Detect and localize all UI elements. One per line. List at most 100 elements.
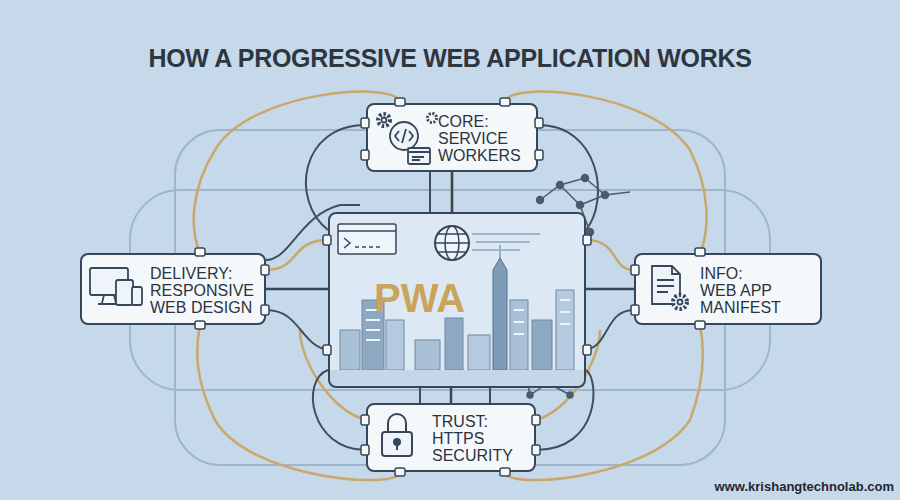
wire-connector [450,388,453,403]
padlock-icon [382,414,412,456]
dark-wire [489,388,491,403]
tab [500,98,510,106]
graph-dot [587,229,594,236]
tab [395,468,405,476]
dark-wire [586,310,634,350]
tower [493,245,507,370]
tan-wires [194,92,707,480]
tab [261,265,269,275]
gear-hub [382,118,387,123]
document [652,266,680,304]
tab [631,305,639,315]
box-label: DELIVERY: RESPONSIVE WEB DESIGN [150,265,262,316]
hub-label: PWA [374,276,454,320]
building [386,320,404,370]
keyhole [394,439,400,445]
mini-window [408,148,430,164]
tab [361,445,369,455]
box-label: CORE: SERVICE WORKERS [438,113,533,164]
hub-box: PWA [328,212,586,388]
tab [195,248,205,256]
connector-tabs [195,98,705,476]
building [468,335,490,370]
wire-connector [451,172,454,212]
shackle [388,414,406,432]
graph-dot [577,202,584,209]
tab [195,321,205,329]
gear [378,114,390,126]
tab [261,305,269,315]
gear [673,295,687,309]
city-skyline [330,245,584,386]
building [415,340,440,370]
tab [695,321,705,329]
dark-wire [429,172,431,212]
tab [323,345,331,355]
speed-lines [472,234,540,250]
tablet [116,280,133,305]
mini-window-lines [408,152,430,160]
tab [361,150,369,160]
globe-icon [435,226,540,260]
manifest-icon [652,266,687,309]
feature-box: INFO: WEB APP MANIFEST [634,253,822,325]
feature-box: DELIVERY: RESPONSIVE WEB DESIGN [80,253,266,325]
document-fold [672,266,680,274]
tab [361,118,369,128]
building [340,330,360,370]
service-worker-icon [378,114,437,165]
tab [532,445,540,455]
lock-body [382,432,412,456]
building [556,290,574,370]
tab [535,118,543,128]
tab [631,265,639,275]
wire-connector [266,288,328,291]
document-lines [657,280,674,292]
prompt-symbol [344,238,350,248]
tab [395,98,405,106]
prompt-dashes [355,246,380,248]
building [532,320,552,370]
window-bar [338,230,396,232]
tab [500,468,510,476]
gear [428,114,437,123]
tab [535,150,543,160]
graph-dot [557,182,564,189]
code-symbol [395,129,413,143]
graph-dot [537,197,544,204]
ground [330,370,584,386]
window-frame [338,224,396,254]
globe-parallels [435,234,469,252]
tan-wire [266,240,328,270]
dark-wire [266,310,328,350]
box-label: INFO: WEB APP MANIFEST [700,265,782,316]
tan-wire [586,240,634,270]
graph-dot [582,175,589,182]
monitor [90,268,128,295]
building [445,318,463,370]
phone [132,287,142,305]
tab [532,415,540,425]
feature-box: TRUST: HTTPS SECURITY [366,403,536,472]
tab [583,235,591,245]
terminal-window [338,224,396,254]
monitor-stand [98,295,120,304]
gear-hub [678,300,683,305]
dark-wires [266,125,634,450]
tab [695,248,705,256]
wire-connector [586,288,634,291]
tab [323,235,331,245]
tab [361,415,369,425]
diagram-title: HOW A PROGRESSIVE WEB APPLICATION WORKS [0,44,900,73]
tan-wire [451,172,454,212]
devices-icon [90,268,142,305]
graph-dot [602,192,609,199]
watermark: www.krishangtechnolab.com [715,479,894,494]
tab [583,345,591,355]
center-fill [328,212,586,388]
globe [435,226,469,260]
dark-wire [419,388,421,403]
feature-box: CORE: SERVICE WORKERS [366,103,538,172]
